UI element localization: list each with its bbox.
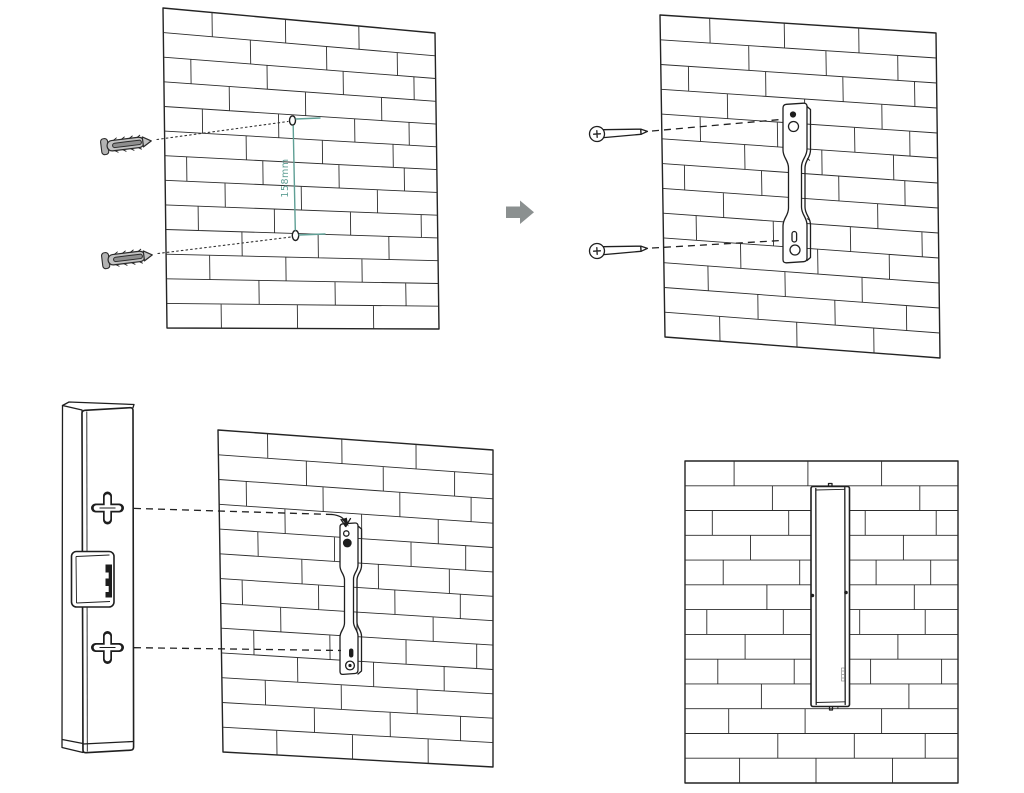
mounting-bracket-icon bbox=[339, 517, 363, 676]
screw-icon bbox=[588, 242, 649, 260]
wall-anchor-icon bbox=[100, 134, 152, 156]
step-2-panel bbox=[588, 14, 941, 359]
alignment-guide-line bbox=[157, 236, 292, 255]
keyhole-icon bbox=[787, 111, 800, 133]
keyhole-screw-icon bbox=[340, 517, 352, 548]
dimension-label: 158mm bbox=[280, 158, 291, 197]
screw-icon bbox=[588, 125, 649, 143]
keyhole-screw-icon bbox=[344, 648, 356, 671]
alignment-guide-line bbox=[121, 646, 342, 652]
drill-hole-icon bbox=[288, 115, 297, 126]
micro-label bbox=[841, 667, 845, 682]
bottom-notch bbox=[828, 705, 834, 711]
clip-dot bbox=[844, 590, 848, 595]
step-3-panel bbox=[61, 401, 494, 768]
connector-recess bbox=[70, 550, 115, 608]
cross-keyhole-icon bbox=[91, 491, 124, 525]
mounting-bracket-icon bbox=[782, 102, 812, 264]
alignment-guide-line bbox=[651, 118, 787, 132]
cross-keyhole-icon bbox=[91, 631, 124, 664]
keyhole-icon bbox=[789, 230, 801, 256]
step-1-panel: 158mm bbox=[100, 7, 440, 330]
guide-arrowhead-icon bbox=[341, 517, 349, 527]
alignment-guide-line bbox=[156, 120, 289, 141]
clip-dot bbox=[810, 593, 815, 598]
next-step-arrow-icon bbox=[506, 200, 534, 224]
brick-wall bbox=[217, 429, 494, 768]
wall-anchor-icon bbox=[101, 248, 153, 270]
step-4-panel bbox=[684, 460, 959, 784]
dimension-line bbox=[292, 117, 326, 236]
brick-wall bbox=[162, 7, 440, 330]
top-notch bbox=[827, 482, 833, 488]
mounted-device-icon bbox=[810, 482, 851, 711]
device-icon bbox=[61, 401, 135, 754]
drill-hole-icon bbox=[291, 229, 300, 242]
